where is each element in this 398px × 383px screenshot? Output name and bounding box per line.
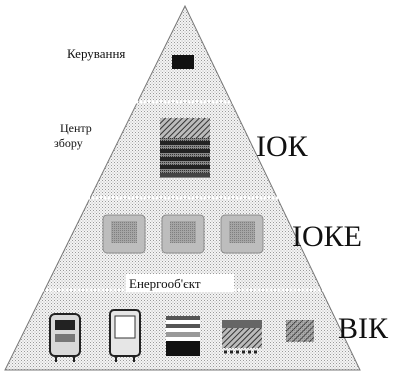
energy-label: Енергооб'єкт [129, 276, 201, 291]
level-energy: Енергооб'єкт [49, 274, 389, 362]
concentrator-icon-1 [102, 214, 146, 254]
meter-icon-4 [222, 320, 262, 354]
level-center: Центр збору ІОК [54, 118, 309, 178]
pyramid-shape [4, 4, 361, 371]
meter-icon-2 [109, 309, 141, 362]
meter-icon-3 [166, 316, 200, 356]
energy-label-box [126, 274, 234, 292]
meter-icon-5 [286, 320, 314, 342]
meter-icon-1 [49, 313, 81, 362]
vik-tag: ВІК [338, 312, 389, 345]
center-label-line1: Центр [60, 121, 92, 135]
concentrator-icon-3 [220, 214, 264, 254]
level-control: Керування [67, 46, 194, 69]
concentrator-icon-2 [161, 214, 205, 254]
control-label: Керування [67, 46, 125, 61]
server-rack-icon [160, 118, 210, 178]
control-device-icon [172, 55, 194, 69]
ioke-tag: ІОКЕ [292, 220, 362, 253]
center-label-line2: збору [54, 136, 83, 150]
iok-tag: ІОК [256, 130, 309, 163]
level-ioke: ІОКЕ [102, 214, 362, 254]
